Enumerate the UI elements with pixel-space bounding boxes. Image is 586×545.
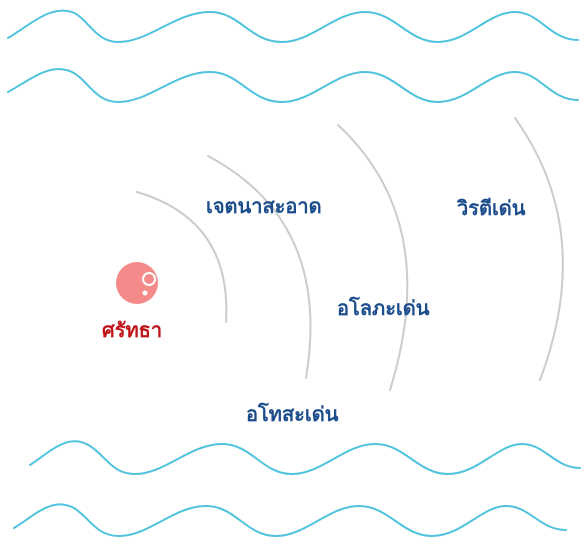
stage-label-3: วิรตีเด่น (457, 196, 526, 220)
arc-ring-3 (337, 124, 409, 391)
stage-label-4: อโทสะเด่น (246, 402, 339, 426)
arc-ring-1 (136, 191, 228, 323)
stage-label-2: อโลภะเด่น (337, 296, 430, 320)
center-ball (116, 262, 158, 304)
center-label: ศรัทธา (102, 318, 163, 342)
wave-line-1 (7, 9, 579, 44)
wave-line-2 (7, 68, 579, 104)
wave-line-3 (29, 440, 581, 476)
arc-ring-4 (514, 117, 564, 381)
arc-ring-2 (207, 155, 312, 379)
stage-label-1: เจตนาสะอาด (206, 194, 322, 218)
wave-line-4 (13, 503, 567, 538)
